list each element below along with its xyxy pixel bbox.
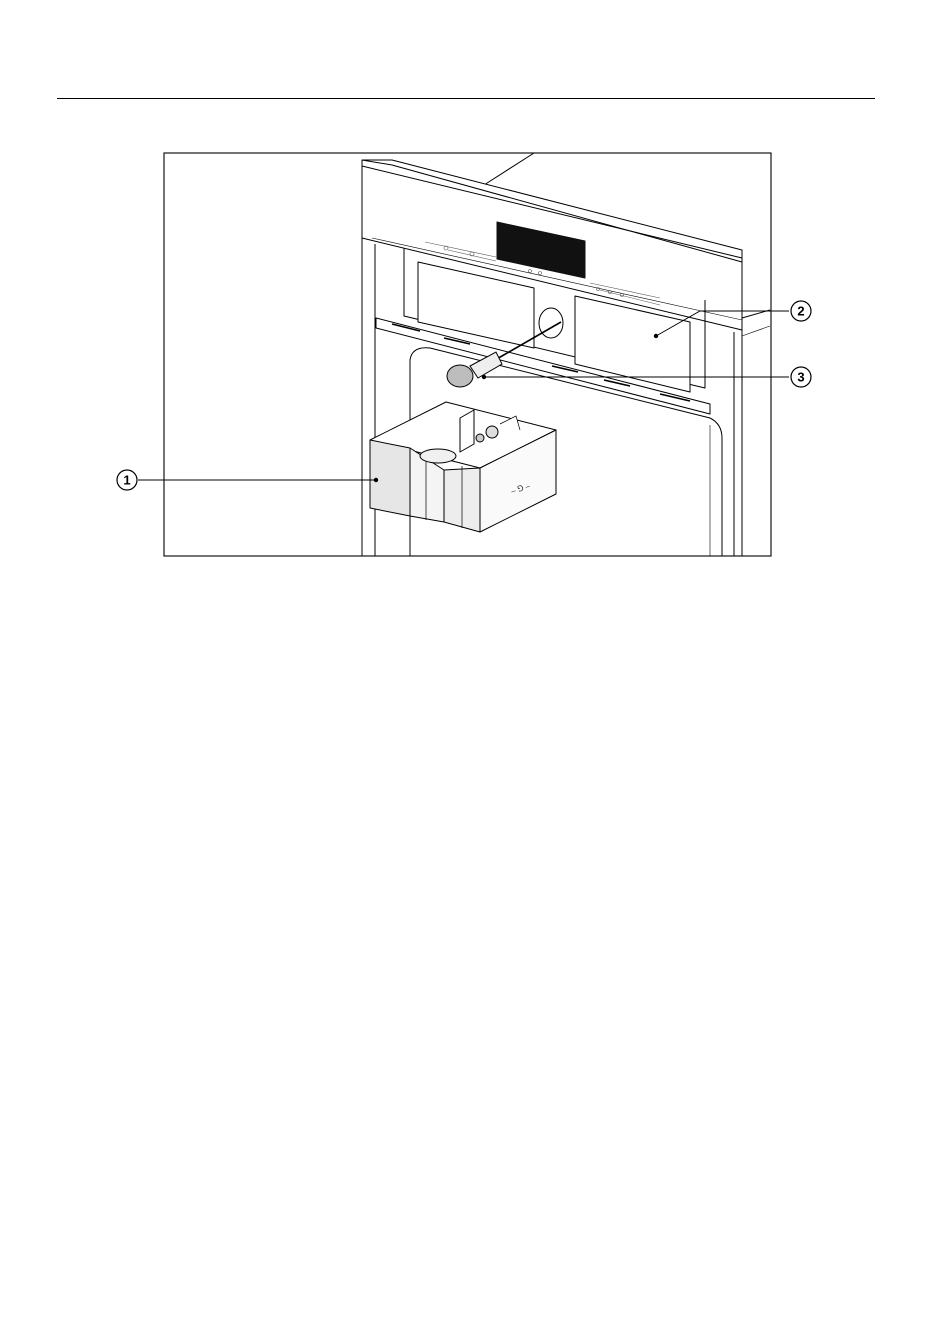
water-container: – ⅁ – <box>370 402 556 532</box>
installation-illustration: – ⅁ – 1 2 3 <box>0 0 933 620</box>
callout-1: 1 <box>117 470 137 490</box>
container-valve <box>486 426 498 438</box>
callout-1-label: 1 <box>123 473 130 488</box>
screwdriver-handle-end <box>447 365 473 387</box>
callout-3: 3 <box>791 367 811 387</box>
callout-3-label: 3 <box>797 370 804 385</box>
callout-2-label: 2 <box>797 304 804 319</box>
callout-2: 2 <box>791 301 811 321</box>
